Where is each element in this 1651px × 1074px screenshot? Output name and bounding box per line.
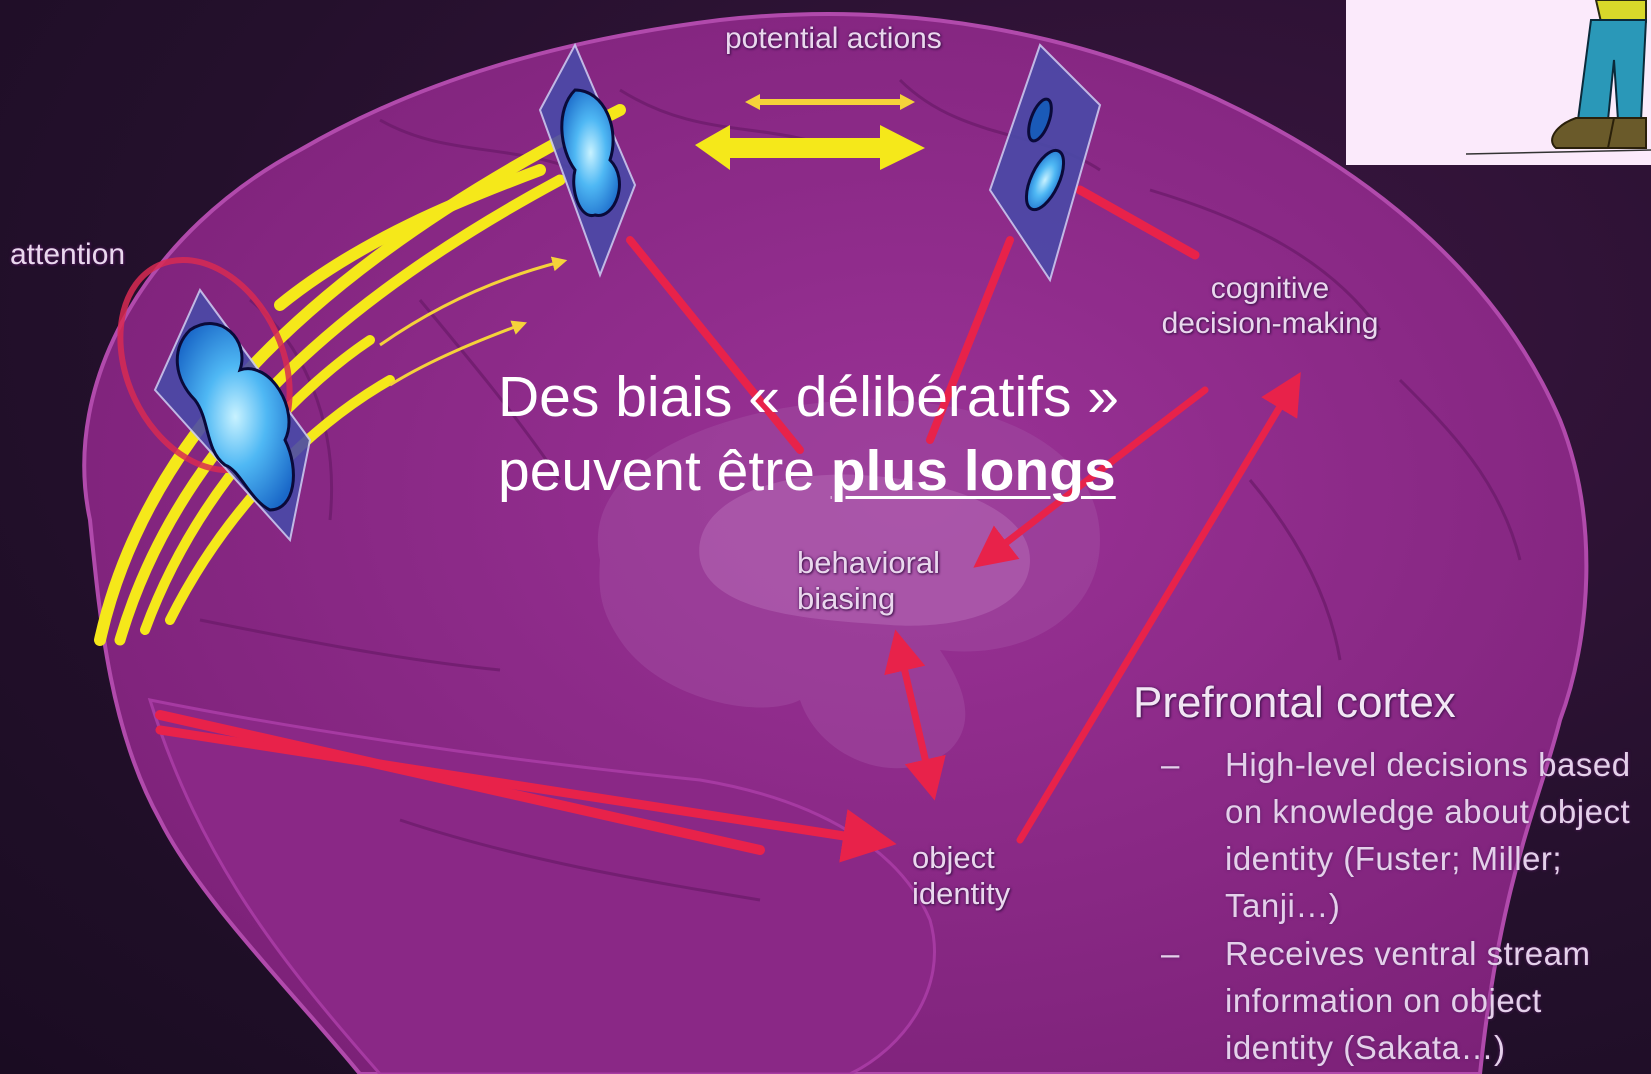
prefrontal-bullet: – High-level decisions based on knowledg… (1155, 742, 1645, 929)
object-line1: object (912, 840, 1010, 876)
object-line2: identity (912, 876, 1010, 912)
headline-line2: peuvent être plus longs (498, 434, 1119, 508)
behavioral-line2: biasing (797, 581, 940, 617)
potential-actions-label: potential actions (725, 22, 942, 57)
behavioral-biasing-label: behavioral biasing (797, 545, 940, 616)
cognitive-line1: cognitive (1140, 272, 1400, 307)
cartoon-inset (1346, 0, 1651, 165)
headline-line1: Des biais « délibératifs » (498, 360, 1119, 434)
bullet-dash: – (1161, 931, 1180, 978)
prefrontal-bullets: – High-level decisions based on knowledg… (1155, 742, 1645, 1074)
cognitive-line2: decision-making (1140, 307, 1400, 342)
attention-label: attention (10, 238, 125, 273)
cognitive-decision-label: cognitive decision-making (1140, 272, 1400, 341)
prefrontal-title: Prefrontal cortex (1133, 678, 1456, 729)
object-identity-label: object identity (912, 840, 1010, 911)
prefrontal-bullet: – Receives ventral stream information on… (1155, 931, 1645, 1072)
bullet-text: Receives ventral stream information on o… (1225, 935, 1590, 1066)
headline-emphasis: plus longs (831, 439, 1116, 503)
behavioral-line1: behavioral (797, 545, 940, 581)
slide-headline: Des biais « délibératifs » peuvent être … (498, 360, 1119, 508)
cartoon-person-legs-icon (1346, 0, 1651, 165)
bullet-dash: – (1161, 742, 1180, 789)
headline-line2-plain: peuvent être (498, 439, 831, 503)
bullet-text: High-level decisions based on knowledge … (1225, 746, 1631, 924)
